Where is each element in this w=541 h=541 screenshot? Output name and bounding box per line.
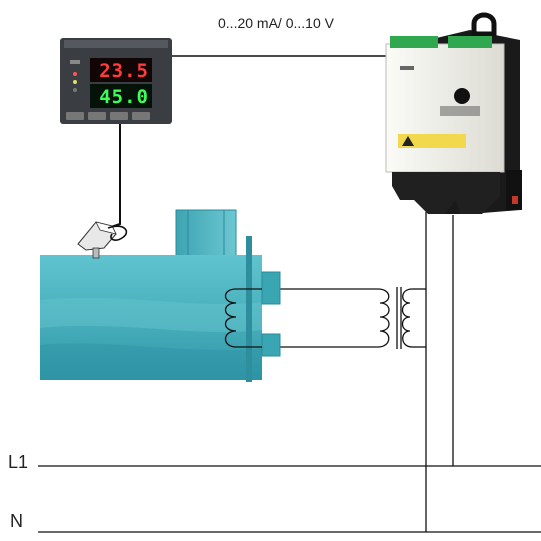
signal-label: 0...20 mA/ 0...10 V bbox=[218, 15, 334, 31]
coil-icon bbox=[224, 288, 262, 348]
power-controller bbox=[385, 12, 522, 214]
temperature-sensor-icon bbox=[77, 221, 128, 259]
l1-label: L1 bbox=[8, 452, 29, 472]
transformer-icon bbox=[377, 287, 413, 349]
sensor-wire bbox=[107, 124, 121, 229]
tank bbox=[40, 209, 281, 382]
n-label: N bbox=[10, 511, 23, 531]
setpoint-display: 45.0 bbox=[99, 86, 149, 108]
process-value-display: 23.5 bbox=[99, 60, 149, 82]
temperature-controller bbox=[60, 38, 172, 124]
